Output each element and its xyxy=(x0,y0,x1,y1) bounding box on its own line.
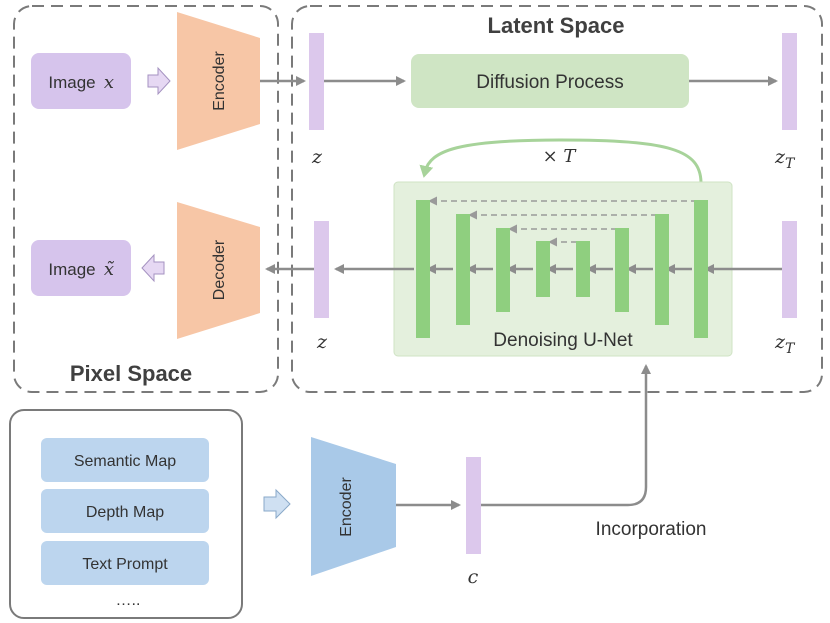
condition-semantic-map: Semantic Map xyxy=(74,453,176,470)
condition-block-arrow xyxy=(263,488,291,520)
decoder-label: Decoder xyxy=(211,239,228,300)
input-block-arrow xyxy=(147,66,171,96)
unet-bar-6 xyxy=(615,228,629,312)
image-output-label: Image xyxy=(48,260,95,279)
unet-bar-5 xyxy=(576,241,590,297)
zT-bottom-label: zT xyxy=(774,331,796,357)
zT-top-label: zT xyxy=(774,146,796,172)
pixel-space-title: Pixel Space xyxy=(70,361,192,386)
zT-bottom-vector xyxy=(782,221,797,318)
incorporation-arrow xyxy=(481,364,651,507)
unet-bar-3 xyxy=(496,228,510,312)
decoder-shape xyxy=(177,202,260,339)
unet-bar-4 xyxy=(536,241,550,297)
condition-semantic-map-box xyxy=(41,438,209,482)
diffusion-process-box xyxy=(411,54,689,108)
unet-label: Denoising U-Net xyxy=(493,330,633,351)
encoder-top-shape xyxy=(177,12,260,150)
image-input-symbol: x xyxy=(104,72,114,93)
zT-top-vector xyxy=(782,33,797,130)
condition-more: ….. xyxy=(116,592,141,609)
diffusion-process-label: Diffusion Process xyxy=(476,72,624,93)
latent-space-title: Latent Space xyxy=(488,13,625,38)
z-bottom-label: z xyxy=(316,331,328,353)
condition-depth-map: Depth Map xyxy=(86,504,164,521)
c-label: c xyxy=(468,566,479,588)
c-vector xyxy=(466,457,481,554)
z-bottom-vector xyxy=(314,221,329,318)
condition-text-prompt-box xyxy=(41,541,209,585)
image-input-label: Image xyxy=(48,73,95,92)
repeat-loop-arrow xyxy=(419,138,703,183)
output-block-arrow xyxy=(141,253,165,283)
z-top-label: z xyxy=(311,146,323,168)
pixel-space-region xyxy=(13,5,279,393)
z-top-vector xyxy=(309,33,324,130)
image-output-box xyxy=(31,240,131,296)
unet-bar-7 xyxy=(655,214,669,325)
incorporation-label: Incorporation xyxy=(596,519,707,540)
encoder-top-label: Encoder xyxy=(211,51,228,111)
encoder-bottom-label: Encoder xyxy=(338,477,355,537)
unet-bar-1 xyxy=(416,200,430,338)
unet-bar-2 xyxy=(456,214,470,325)
encoder-bottom-shape xyxy=(311,437,396,576)
condition-depth-map-box xyxy=(41,489,209,533)
repeat-label: × T xyxy=(543,146,578,167)
image-input-box xyxy=(31,53,131,109)
condition-text-prompt: Text Prompt xyxy=(82,556,168,573)
image-output-symbol: x̃ xyxy=(104,259,115,280)
unet-bar-8 xyxy=(694,200,708,338)
latent-space-region xyxy=(291,5,823,393)
